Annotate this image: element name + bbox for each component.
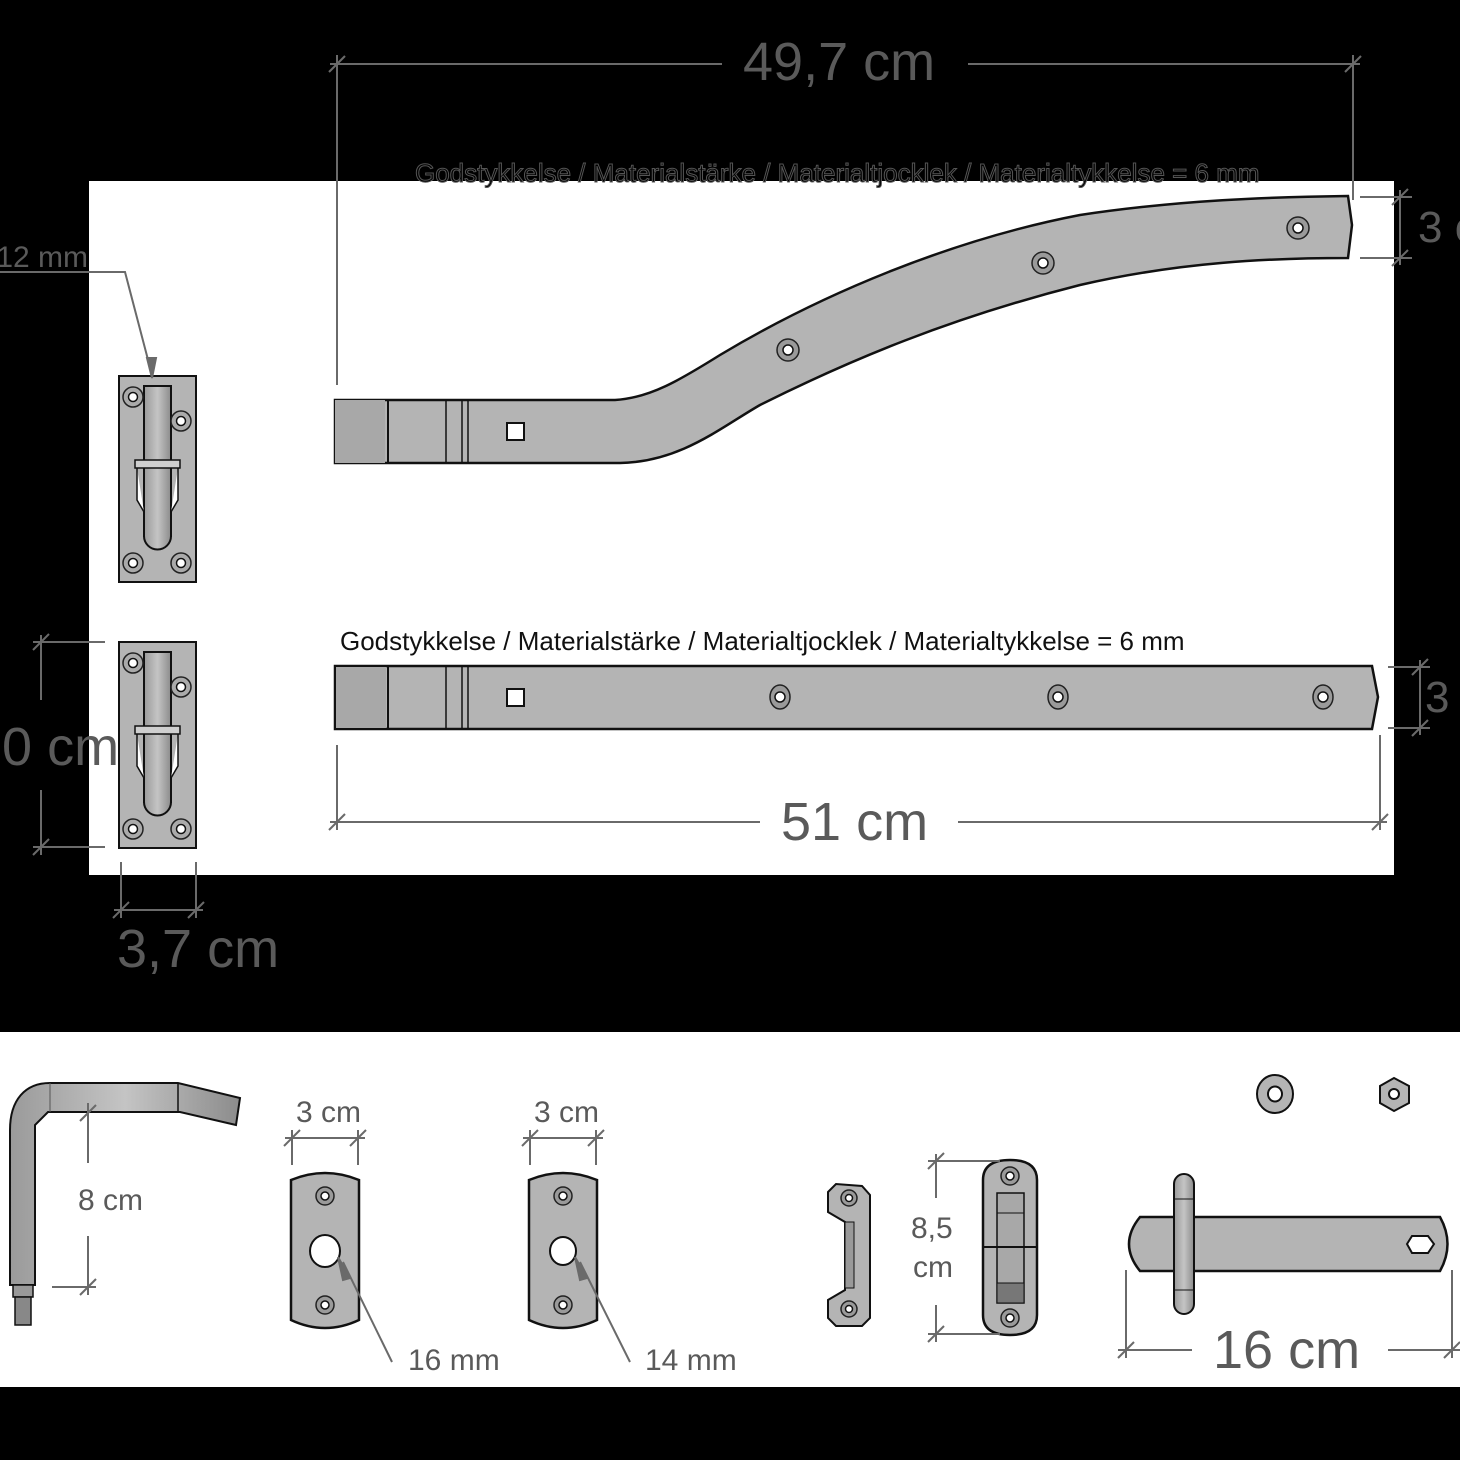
hex-nut [1379,1076,1410,1113]
dimension-plate-height [32,633,105,856]
plate-height-label: 10 cm [0,717,120,777]
plate14-width-label: 3 cm [534,1096,600,1129]
latch-bar [1127,1173,1449,1315]
leader-pin-diameter [0,271,158,379]
plate-width-label: 3,7 cm [117,919,280,979]
dimension-plate16-width [283,1129,393,1363]
curved-hinge-strap [333,194,1354,465]
dimension-l-pin-height [52,1103,97,1296]
strap-plate-14mm [527,1171,599,1330]
pin-plate-lower [118,641,197,849]
latch-bar-length-label: 16 cm [1213,1320,1361,1380]
dimension-latch-bar-length [1117,1270,1460,1359]
screw-hole [1286,216,1310,240]
keeper-unit-label: cm [913,1251,953,1284]
dimension-straight-width [1388,658,1430,737]
dimension-curved-width [1360,188,1412,267]
screw-hole [1312,684,1334,710]
screw-hole [1047,684,1069,710]
plate16-width-label: 3 cm [296,1096,362,1129]
screw-hole [776,338,800,362]
bottom-drawing-panel [0,1032,1460,1387]
dimension-keeper-height [927,1152,1000,1343]
strap-plate-16mm [289,1171,361,1330]
curved-strap-width-label: 3 cm [1418,205,1460,252]
straight-strap-thickness-note: Godstykkelse / Materialstärke / Material… [340,626,1185,656]
curved-strap-thickness-note: Godstykkelse / Materialstärke / Material… [415,158,1261,188]
pin-plate-upper [118,375,197,583]
latch-guide-side [827,1182,871,1327]
l-shaped-pin [9,1082,242,1326]
keeper-height-label: 8,5 [911,1212,953,1245]
straight-strap-length-label: 51 cm [781,792,929,852]
washer [1256,1074,1294,1114]
screw-hole [769,684,791,710]
dimension-straight-length [328,735,1389,831]
screw-hole [1031,251,1055,275]
top-drawing-panel [89,181,1394,875]
plate14-hole-label: 14 mm [645,1344,737,1377]
plate16-hole-label: 16 mm [408,1344,500,1377]
latch-keeper [981,1158,1039,1337]
pin-diameter-label: Ø12 mm [0,241,89,274]
curved-strap-length-label: 49,7 cm [743,32,936,92]
dimension-plate14-width [521,1129,631,1363]
l-pin-height-label: 8 cm [78,1184,144,1217]
straight-strap-width-label: 3 cm [1425,675,1460,722]
straight-hinge-strap [333,664,1380,731]
dimension-curved-length [328,55,1362,385]
dimension-plate-width [112,862,205,919]
